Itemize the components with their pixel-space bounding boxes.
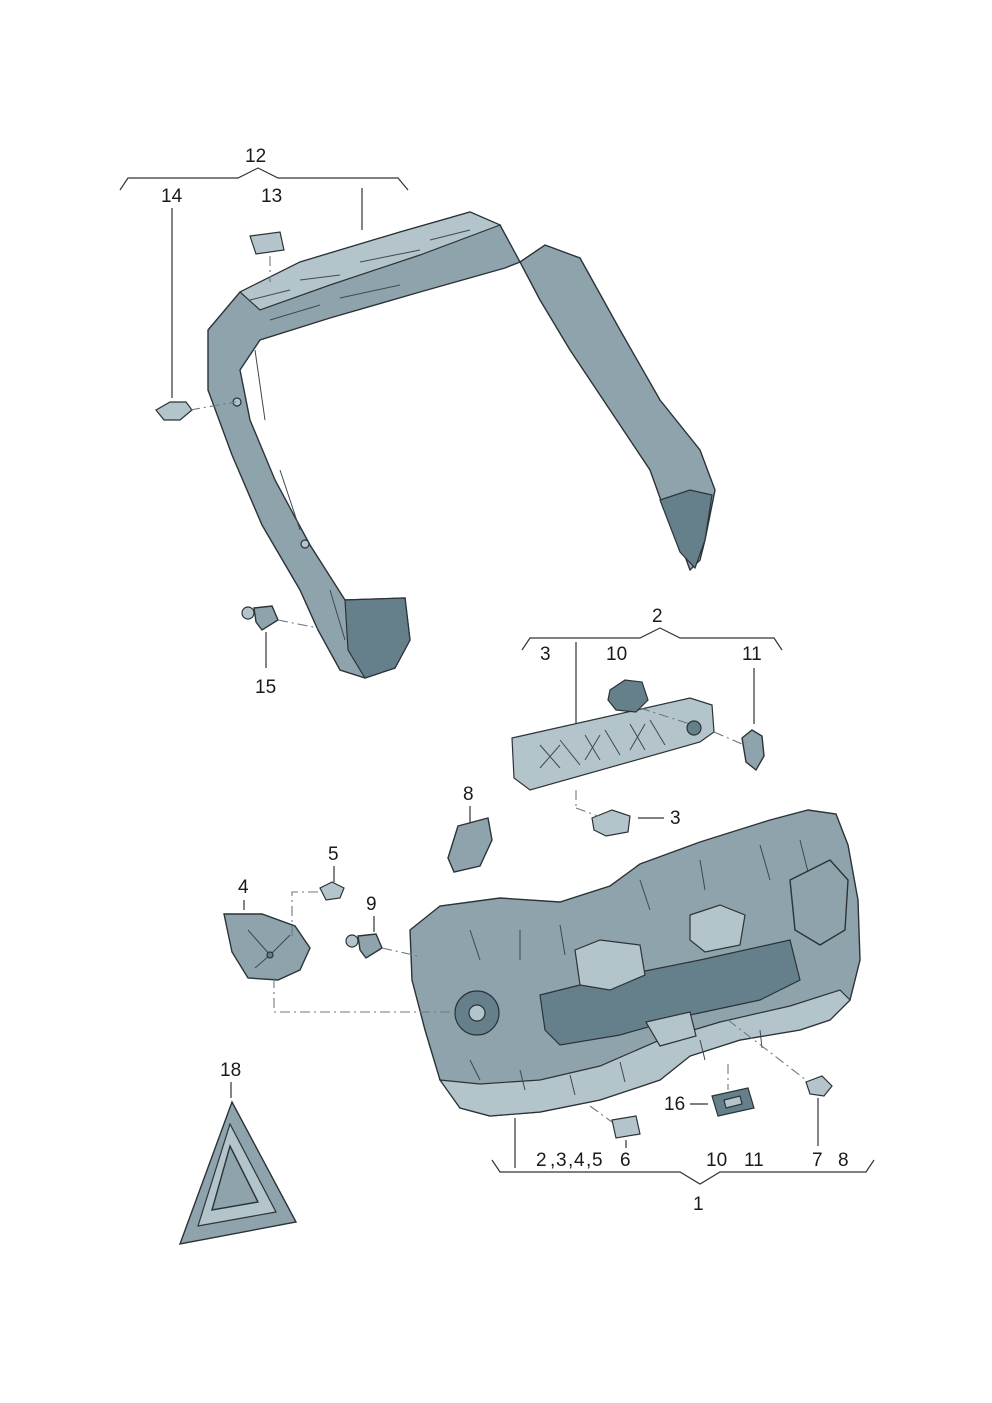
- callout-6: 6: [620, 1150, 631, 1171]
- bracket-12: [119, 167, 409, 191]
- callout-9: 9: [366, 894, 377, 915]
- callout-13: 13: [261, 186, 282, 207]
- callout-3-top: 3: [540, 644, 551, 665]
- warning-triangle-18: [178, 1100, 298, 1245]
- callout-8-bottom: 8: [838, 1150, 849, 1171]
- clip-9: [345, 933, 383, 959]
- callout-10-bottom: 10: [706, 1150, 727, 1171]
- callout-11-bottom: 11: [744, 1150, 764, 1171]
- callout-18: 18: [220, 1060, 241, 1081]
- upper-frame-trim: [207, 211, 716, 679]
- callout-12: 12: [245, 146, 266, 167]
- cover-8: [447, 817, 493, 873]
- clip-3: [591, 809, 631, 837]
- clip-13: [249, 231, 285, 255]
- bracket-2: [521, 627, 783, 651]
- callout-1: 1: [693, 1194, 704, 1215]
- callout-5-bottom: 5: [592, 1150, 603, 1171]
- callout-14: 14: [161, 186, 183, 207]
- callout-4-bottom: 4: [574, 1150, 585, 1171]
- clip-5: [319, 881, 345, 901]
- callout-3-bottom: 3: [556, 1150, 567, 1171]
- callout-separator: ,: [550, 1150, 555, 1171]
- callout-separator: ,: [586, 1150, 591, 1171]
- callout-separator: ,: [568, 1150, 573, 1171]
- callout-10-top: 10: [606, 644, 627, 665]
- switch-16: [711, 1087, 755, 1117]
- callout-11-top: 11: [742, 644, 762, 665]
- clip-11: [741, 729, 765, 772]
- cap-10: [607, 679, 649, 713]
- callout-15: 15: [255, 677, 276, 698]
- clip-7: [805, 1075, 833, 1097]
- clip-6: [611, 1115, 641, 1139]
- clip-15: [241, 605, 279, 631]
- bracket-1: [491, 1159, 875, 1185]
- callout-4-top: 4: [238, 877, 249, 898]
- speaker-cover-4: [223, 913, 311, 981]
- callout-16: 16: [664, 1094, 685, 1115]
- callout-8-top: 8: [463, 784, 474, 805]
- lower-tailgate-trim: [409, 809, 861, 1117]
- clip-14: [155, 401, 193, 421]
- callout-2-bottom: 2: [536, 1150, 547, 1171]
- handle-strip: [511, 697, 715, 791]
- callout-7: 7: [812, 1150, 823, 1171]
- callout-5-top: 5: [328, 844, 339, 865]
- callout-2: 2: [652, 606, 663, 627]
- callout-3-right: 3: [670, 808, 681, 829]
